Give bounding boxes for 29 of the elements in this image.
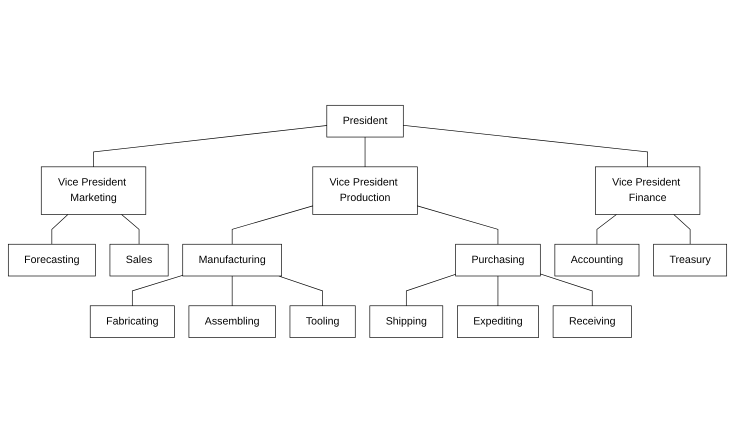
connector — [121, 214, 140, 245]
node-box: Accounting — [554, 244, 640, 276]
connector — [406, 274, 456, 306]
node-box: Forecasting — [8, 244, 96, 276]
node-box: Manufacturing — [182, 244, 282, 276]
node-box: Assembling — [188, 306, 276, 338]
connector — [232, 206, 314, 245]
connector — [364, 136, 366, 168]
connector — [596, 214, 617, 245]
node-box: Expediting — [457, 306, 539, 338]
node-box: Vice President Finance — [595, 166, 700, 215]
node-box: Tooling — [290, 306, 356, 338]
node-box: Vice President Production — [312, 166, 418, 215]
node-box: President — [326, 105, 404, 138]
node-box: Vice President Marketing — [40, 166, 146, 215]
node-box: Shipping — [370, 306, 444, 338]
connector — [402, 125, 648, 168]
node-box: Treasury — [653, 244, 728, 276]
connector — [132, 275, 184, 306]
connector — [540, 274, 593, 306]
connector — [673, 214, 690, 245]
connector — [417, 206, 498, 245]
node-box: Purchasing — [455, 244, 541, 276]
node-box: Sales — [110, 244, 169, 276]
connector — [278, 276, 323, 306]
connector — [93, 125, 328, 168]
connector — [52, 214, 68, 245]
node-box: Fabricating — [90, 306, 175, 338]
node-box: Receiving — [552, 306, 632, 338]
